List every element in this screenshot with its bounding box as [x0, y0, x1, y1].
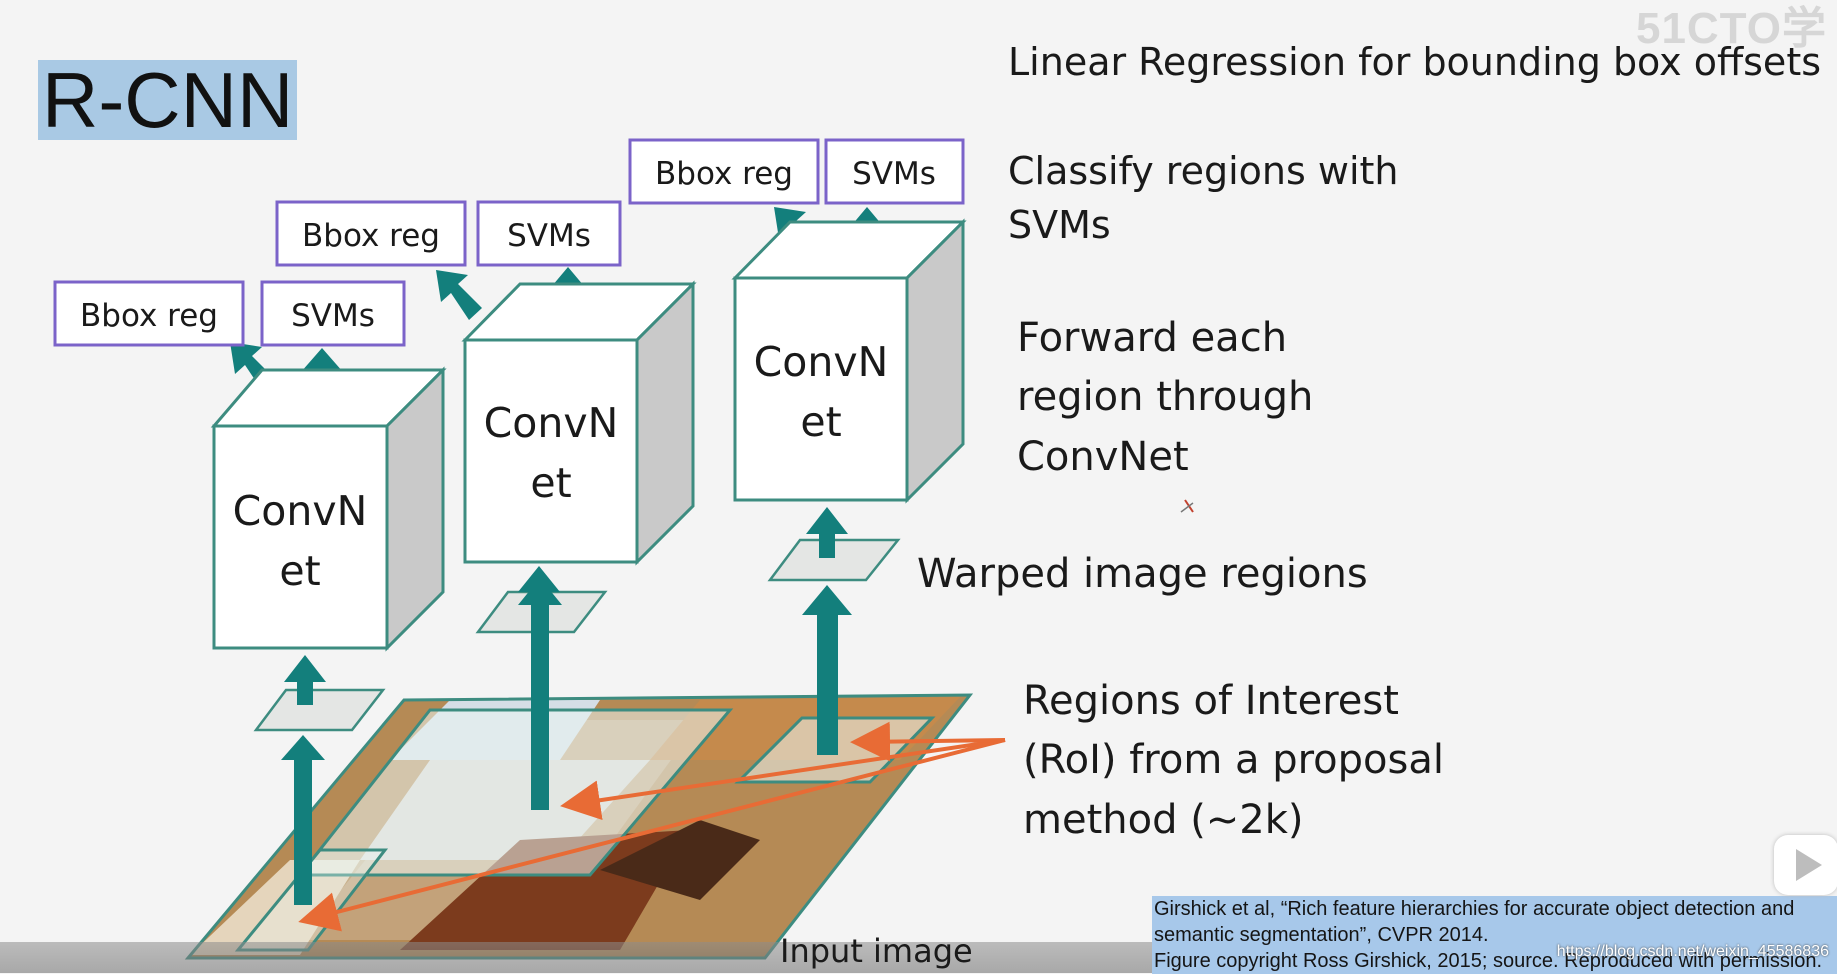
cursor-mark	[1180, 499, 1194, 513]
forward-label-line3: ConvNet	[1017, 434, 1189, 480]
watermark: 51CTO学	[1635, 4, 1827, 53]
svm-label-3: SVMs	[852, 156, 936, 192]
bbox-reg-label-3: Bbox reg	[655, 156, 793, 192]
forward-label-line1: Forward each	[1017, 315, 1288, 361]
bbox-reg-label-1: Bbox reg	[80, 298, 218, 334]
blog-url: https://blog.csdn.net/weixin_45586836	[1556, 943, 1829, 960]
citation-line1: Girshick et al, “Rich feature hierarchie…	[1154, 898, 1795, 920]
play-icon	[1796, 849, 1822, 881]
citation-line3: Figure copyright Ross Girshick, 2015; so…	[1154, 950, 1823, 972]
classify-label-line2: SVMs	[1008, 203, 1111, 247]
play-button[interactable]	[1774, 835, 1837, 895]
convnet-cube-2	[461, 280, 697, 566]
roi-label-line1: Regions of Interest	[1023, 678, 1399, 724]
roi-outlines	[234, 708, 936, 952]
roi-label-line3: method (~2k)	[1023, 797, 1304, 843]
convnet-3-line2: et	[800, 398, 841, 446]
svm-label-1: SVMs	[291, 298, 375, 334]
convnet-3-line1: ConvN	[754, 338, 889, 386]
convnet-cube-3	[731, 218, 967, 504]
input-image-label: Input image	[780, 932, 973, 970]
convnet-2-line2: et	[530, 459, 571, 507]
convnet-1-line2: et	[279, 547, 320, 595]
warped-label: Warped image regions	[917, 551, 1368, 597]
linear-regression-label: Linear Regression for bounding box offse…	[1008, 40, 1822, 84]
warped-regions	[253, 538, 901, 732]
citation-block: Girshick et al, “Rich feature hierarchie…	[1152, 896, 1837, 974]
slide-title: R-CNN	[38, 60, 298, 140]
roi-label-line2: (RoI) from a proposal	[1023, 737, 1444, 783]
bbox-reg-label-2: Bbox reg	[302, 218, 440, 254]
roi-pointer-arrows	[298, 721, 1006, 932]
citation-line2: semantic segmentation”, CVPR 2014.	[1154, 924, 1489, 946]
output-boxes	[53, 138, 965, 347]
classify-label-line1: Classify regions with	[1008, 149, 1399, 193]
convnet-cube-1	[210, 366, 447, 652]
convnet-2-line1: ConvN	[484, 399, 619, 447]
svm-label-2: SVMs	[507, 218, 591, 254]
forward-label-line2: region through	[1017, 374, 1314, 420]
convnet-1-line1: ConvN	[233, 487, 368, 535]
